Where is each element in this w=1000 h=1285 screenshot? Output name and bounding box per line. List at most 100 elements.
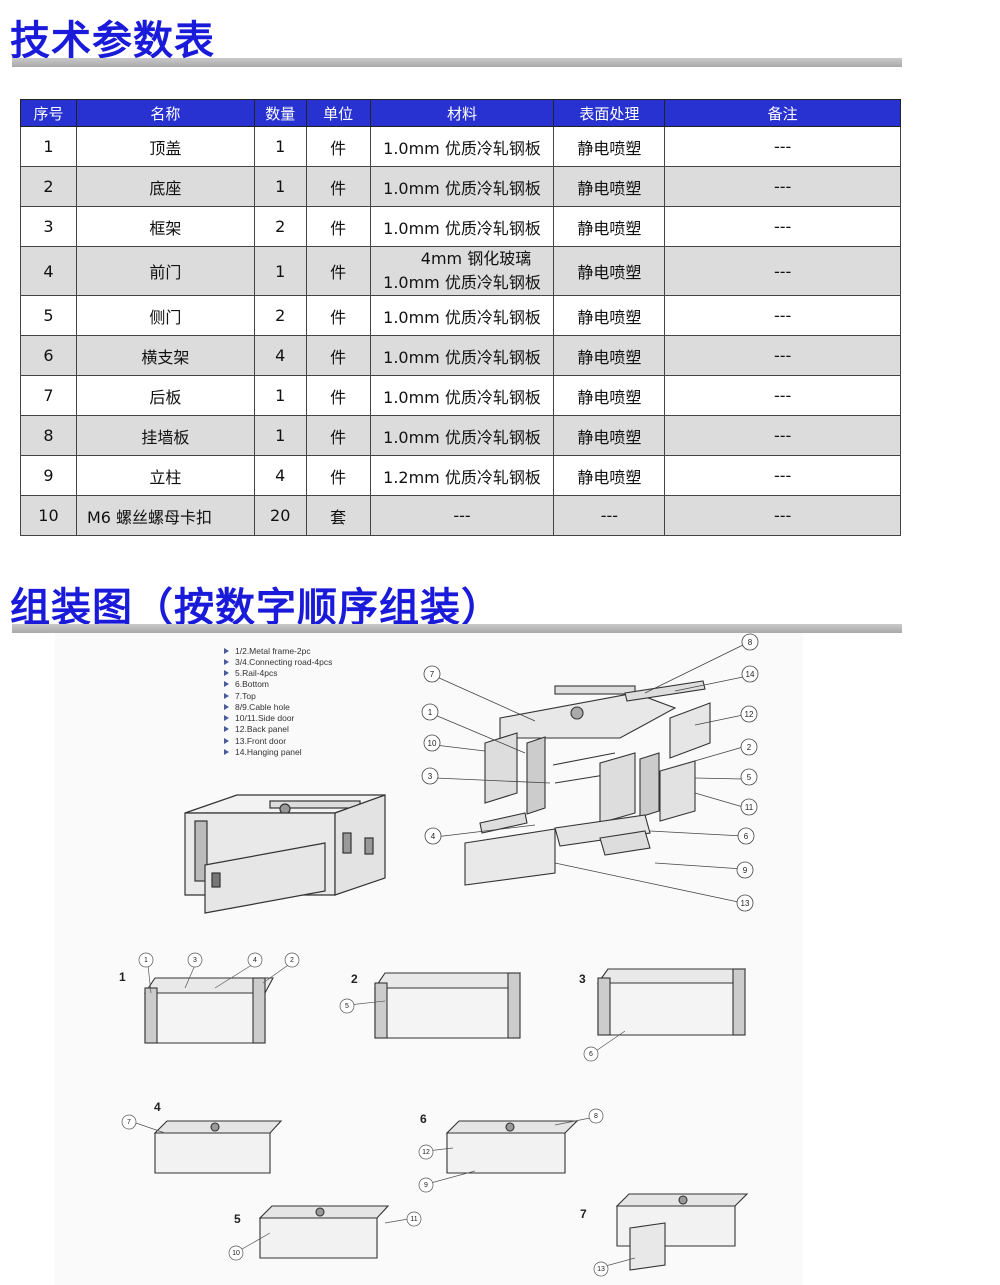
- material-line-1: 4mm 钢化玻璃: [420, 249, 532, 268]
- callout-9: 9: [743, 866, 748, 875]
- cell-finish: 静电喷塑: [553, 246, 666, 296]
- callout-11: 11: [745, 803, 754, 812]
- header-qty: 数量: [253, 99, 307, 127]
- cell-note: ---: [664, 495, 901, 536]
- header-finish: 表面处理: [553, 99, 666, 127]
- cell-no: 7: [20, 375, 77, 416]
- cell-finish: 静电喷塑: [553, 206, 666, 247]
- cell-no: 1: [20, 126, 77, 167]
- cell-no: 10: [20, 495, 77, 536]
- cell-qty: 1: [253, 415, 307, 456]
- cell-unit: 件: [305, 455, 371, 496]
- callout-10: 10: [428, 739, 437, 748]
- legend-item: 10/11.Side door: [235, 713, 295, 723]
- table-row: 4 前门 1 件 4mm 钢化玻璃 1.0mm 优质冷轧钢板 静电喷塑 ---: [20, 246, 901, 296]
- cell-unit: 件: [305, 295, 371, 336]
- step-label: 5: [234, 1212, 241, 1226]
- legend-item: 7.Top: [235, 691, 256, 701]
- callout-1: 1: [428, 708, 433, 717]
- cell-name: 侧门: [75, 295, 255, 336]
- assembly-steps: [143, 968, 749, 1271]
- cell-note: ---: [664, 375, 901, 416]
- legend-item: 12.Back panel: [235, 724, 289, 734]
- cell-material: 1.0mm 优质冷轧钢板: [369, 375, 555, 416]
- cell-finish: 静电喷塑: [553, 455, 666, 496]
- cell-name: 挂墙板: [75, 415, 255, 456]
- cell-unit: 件: [305, 126, 371, 167]
- callout-13: 13: [741, 899, 750, 908]
- table-header-row: 序号 名称 数量 单位 材料 表面处理 备注: [20, 99, 901, 127]
- table-row: 5 侧门 2 件 1.0mm 优质冷轧钢板 静电喷塑 ---: [20, 295, 901, 336]
- cell-name: 顶盖: [75, 126, 255, 167]
- section-title-assembly: 组装图（按数字顺序组装）: [10, 585, 502, 631]
- step-callout: 3: [193, 957, 197, 964]
- cell-note: ---: [664, 295, 901, 336]
- legend-item: 14.Hanging panel: [235, 747, 302, 757]
- cell-qty: 20: [253, 495, 307, 536]
- cell-unit: 件: [305, 415, 371, 456]
- cell-note: ---: [664, 415, 901, 456]
- cell-material: 1.0mm 优质冷轧钢板: [369, 126, 555, 167]
- cell-note: ---: [664, 335, 901, 376]
- cell-unit: 件: [305, 166, 371, 207]
- callout-14: 14: [746, 670, 755, 679]
- step-callout: 10: [232, 1250, 240, 1257]
- cell-note: ---: [664, 126, 901, 167]
- step-callout: 8: [594, 1113, 598, 1120]
- step-callout: 2: [290, 957, 294, 964]
- legend-item: 3/4.Connecting road-4pcs: [235, 657, 332, 667]
- cell-name: 立柱: [75, 455, 255, 496]
- cell-material: 1.0mm 优质冷轧钢板: [369, 295, 555, 336]
- callout-6: 6: [744, 832, 749, 841]
- legend-item: 13.Front door: [235, 736, 286, 746]
- step-numbers: 1 2 3 4 6 5 7: [119, 970, 587, 1226]
- callout-8: 8: [748, 638, 753, 647]
- cell-finish: 静电喷塑: [553, 415, 666, 456]
- callout-2: 2: [747, 743, 752, 752]
- cell-unit: 件: [305, 206, 371, 247]
- section-divider-assembly: [12, 624, 902, 633]
- exploded-callouts: 8 14 7 12 1 10 2 5 3 11 4 6 9 13: [421, 633, 759, 912]
- step-callouts: 1 3 4 2 5 6 7 8 12 9 11 10 13: [121, 952, 636, 1277]
- step-label: 1: [119, 970, 126, 984]
- cell-no: 5: [20, 295, 77, 336]
- callout-3: 3: [428, 772, 433, 781]
- table-row: 9 立柱 4 件 1.2mm 优质冷轧钢板 静电喷塑 ---: [20, 455, 901, 496]
- cell-finish: 静电喷塑: [553, 166, 666, 207]
- cell-qty: 1: [253, 375, 307, 416]
- cell-name: 后板: [75, 375, 255, 416]
- cell-name: 框架: [75, 206, 255, 247]
- assembled-cabinet-illustration: [184, 794, 386, 914]
- material-line-2: 1.0mm 优质冷轧钢板: [383, 273, 541, 292]
- step-callout: 1: [144, 957, 148, 964]
- table-row: 3 框架 2 件 1.0mm 优质冷轧钢板 静电喷塑 ---: [20, 206, 901, 247]
- cell-no: 8: [20, 415, 77, 456]
- header-name: 名称: [75, 99, 255, 127]
- table-row: 2 底座 1 件 1.0mm 优质冷轧钢板 静电喷塑 ---: [20, 166, 901, 207]
- cell-qty: 2: [253, 206, 307, 247]
- header-note: 备注: [664, 99, 901, 127]
- header-unit: 单位: [305, 99, 371, 127]
- cell-note: ---: [664, 455, 901, 496]
- legend-item: 1/2.Metal frame-2pc: [235, 646, 311, 656]
- cell-note: ---: [664, 246, 901, 296]
- cell-unit: 套: [305, 495, 371, 536]
- cell-material: 1.0mm 优质冷轧钢板: [369, 335, 555, 376]
- section-title-spec: 技术参数表: [10, 18, 215, 64]
- table-row: 6 横支架 4 件 1.0mm 优质冷轧钢板 静电喷塑 ---: [20, 335, 901, 376]
- cell-no: 4: [20, 246, 77, 296]
- callout-4: 4: [431, 832, 436, 841]
- step-label: 4: [154, 1100, 161, 1114]
- step-label: 3: [579, 972, 586, 986]
- cell-qty: 4: [253, 335, 307, 376]
- cell-no: 9: [20, 455, 77, 496]
- legend-item: 8/9.Cable hole: [235, 702, 290, 712]
- table-row: 7 后板 1 件 1.0mm 优质冷轧钢板 静电喷塑 ---: [20, 375, 901, 416]
- step-callout: 9: [424, 1182, 428, 1189]
- cell-no: 2: [20, 166, 77, 207]
- cell-unit: 件: [305, 335, 371, 376]
- section-divider-spec: [12, 58, 902, 67]
- callout-5: 5: [747, 773, 752, 782]
- cell-finish: 静电喷塑: [553, 335, 666, 376]
- step-callout: 4: [253, 957, 257, 964]
